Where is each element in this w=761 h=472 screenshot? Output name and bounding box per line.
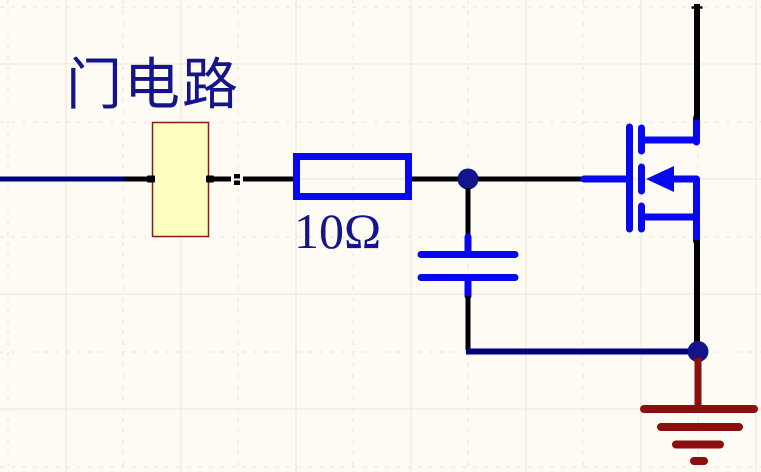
gate-circuit-body[interactable] bbox=[151, 121, 210, 238]
mosfet-body-arrow bbox=[646, 166, 674, 192]
resistor-body[interactable] bbox=[293, 153, 412, 200]
resistor-value-label[interactable]: 10Ω bbox=[294, 203, 382, 259]
pin-end-left bbox=[147, 175, 155, 183]
gate-capacitor[interactable] bbox=[417, 233, 519, 300]
junction-dot-top[interactable] bbox=[457, 168, 479, 190]
wire-break-marker bbox=[231, 173, 243, 185]
gate-circuit-box[interactable] bbox=[147, 121, 214, 238]
gate-resistor[interactable] bbox=[293, 153, 412, 200]
junction-dot-bottom[interactable] bbox=[687, 341, 709, 362]
gate-circuit-label[interactable]: 门电路 bbox=[66, 55, 240, 117]
power-ground[interactable] bbox=[640, 358, 758, 465]
nmos-transistor[interactable] bbox=[580, 114, 700, 245]
